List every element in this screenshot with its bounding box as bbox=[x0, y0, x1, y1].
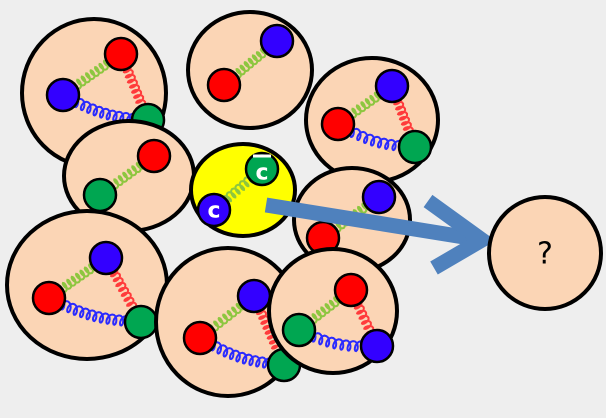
nucleon-6 bbox=[5, 209, 169, 361]
charm-quark-label: c bbox=[207, 199, 220, 224]
quark-blue bbox=[359, 328, 395, 364]
quark-green bbox=[82, 177, 118, 213]
quark-blue bbox=[88, 240, 124, 276]
anticharm-quark bbox=[244, 151, 280, 187]
quark-red bbox=[31, 280, 67, 316]
unknown-state-circle bbox=[487, 195, 603, 311]
quark-blue bbox=[361, 179, 397, 215]
quark-red bbox=[103, 36, 139, 72]
quark-red bbox=[320, 106, 356, 142]
quark-green bbox=[397, 129, 433, 165]
unknown-state-label: ? bbox=[537, 237, 553, 272]
unknown-state: ? bbox=[487, 195, 603, 311]
quark-blue bbox=[259, 23, 295, 59]
quark-blue bbox=[236, 278, 272, 314]
nucleon-ellipse bbox=[186, 10, 314, 130]
quark-green bbox=[123, 304, 159, 340]
transition-arrow bbox=[264, 194, 496, 275]
quark-red bbox=[333, 272, 369, 308]
arrow-shaft bbox=[264, 197, 472, 246]
nucleon-8 bbox=[267, 247, 399, 375]
nucleon-3 bbox=[304, 56, 440, 184]
quark-red bbox=[182, 320, 218, 356]
nucleon-1 bbox=[186, 10, 314, 130]
quark-blue bbox=[374, 68, 410, 104]
nucleon-7 bbox=[154, 246, 302, 398]
anticharm-quark-label: c bbox=[255, 161, 268, 186]
quark-green bbox=[281, 312, 317, 348]
quark-red bbox=[136, 138, 172, 174]
nucleon-group bbox=[5, 10, 440, 398]
arrow-head bbox=[423, 194, 496, 275]
charmonium-state: c c bbox=[189, 142, 297, 238]
charm-quark bbox=[196, 192, 232, 228]
quark-red bbox=[206, 67, 242, 103]
quark-blue bbox=[45, 77, 81, 113]
